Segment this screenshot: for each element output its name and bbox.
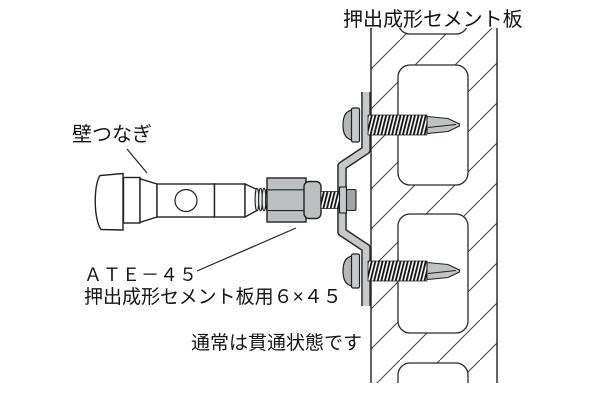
cement-board: [370, 28, 498, 383]
screw-head: [342, 255, 353, 287]
screw-head: [342, 109, 353, 141]
tie-pin-hole: [174, 188, 198, 213]
tie-inner-rod: [213, 183, 246, 218]
wall-tie: [94, 172, 270, 231]
self-drilling-screw-top: [342, 107, 461, 143]
part-desc-label: 押出成形セメント板用６×４５: [84, 287, 342, 308]
wall-tie-label: 壁つなぎ: [72, 124, 152, 146]
coupler-end-cap: [303, 180, 322, 220]
tie-taper: [139, 177, 158, 224]
threaded-stud: [320, 186, 357, 214]
tie-collar: [122, 176, 141, 224]
note-label: 通常は貫通状態です: [191, 333, 363, 354]
stud-washer: [338, 186, 348, 214]
screw-drill-point: [426, 261, 461, 281]
stud-nut: [345, 188, 357, 212]
leader-line-walltie: [126, 148, 148, 174]
coupler-nut: [266, 177, 322, 223]
part-code-label: ＡＴＥ－４５: [84, 265, 198, 285]
leader-line-coupler: [196, 227, 297, 272]
screw-threads: [368, 261, 427, 281]
screw-drill-point: [426, 115, 461, 135]
self-drilling-screw-bottom: [342, 253, 461, 289]
screw-threads: [368, 115, 427, 135]
screw-flange-washer: [350, 107, 361, 143]
screw-flange-washer: [350, 253, 361, 289]
board-label: 押出成形セメント板: [343, 9, 523, 31]
tie-end-cap: [94, 172, 124, 231]
board-cell: [397, 362, 469, 383]
tie-thread-coils: [254, 187, 270, 212]
board-cell: [398, 28, 468, 35]
